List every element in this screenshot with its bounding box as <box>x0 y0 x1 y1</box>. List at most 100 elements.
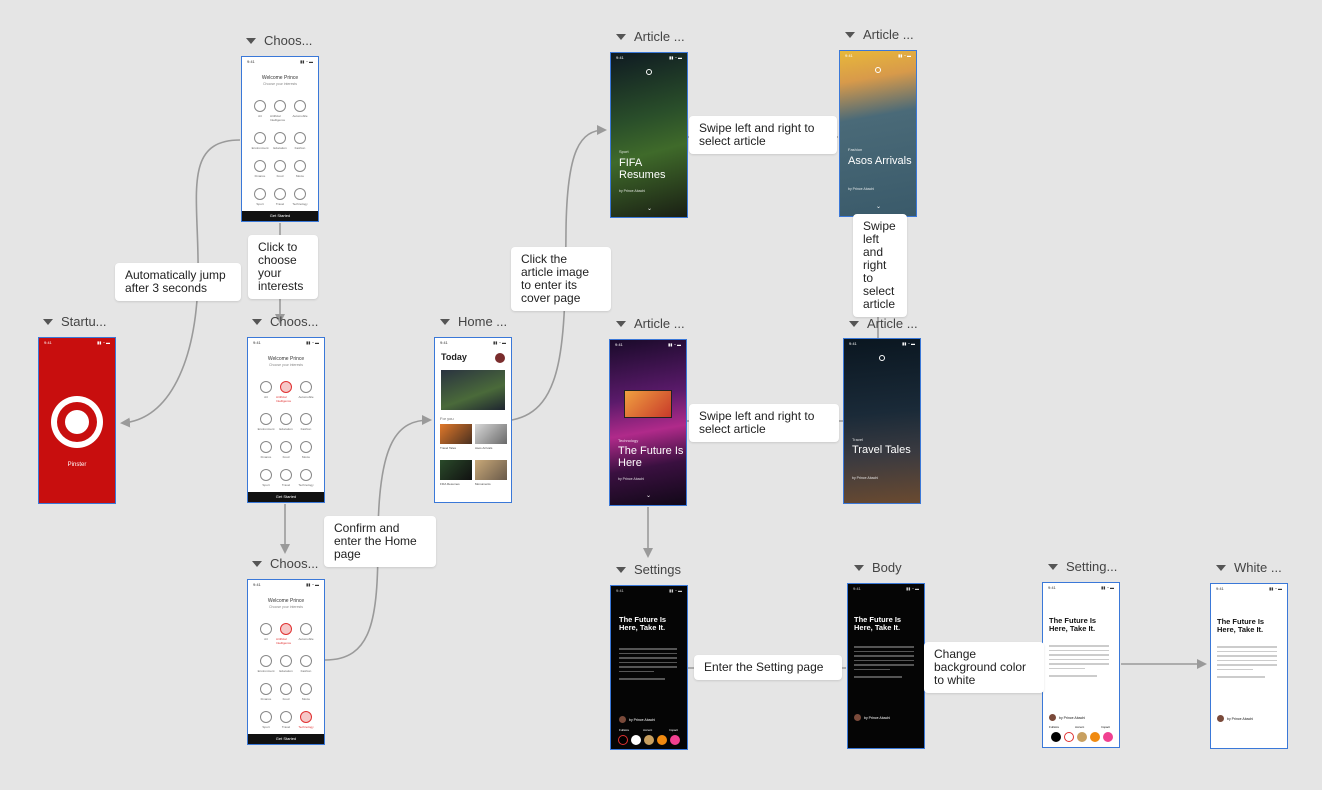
interest-art[interactable]: Art <box>256 623 276 645</box>
collapse-caret-icon[interactable] <box>440 318 450 325</box>
collapse-caret-icon[interactable] <box>1048 563 1058 570</box>
swatch-black[interactable] <box>618 735 628 745</box>
frame-title-settings[interactable]: Settings <box>616 562 681 577</box>
interest-movie[interactable]: Movie <box>296 441 316 459</box>
collapse-caret-icon[interactable] <box>616 320 626 327</box>
note-click-article[interactable]: Click the article image to enter its cov… <box>511 247 611 311</box>
screen-article-fifa[interactable]: 9:41▮▮ ◔ ▬ Sport FIFA Resumes by Prince … <box>610 52 688 218</box>
interest-movie[interactable]: Movie <box>296 683 316 701</box>
interest-art[interactable]: Art <box>250 100 270 122</box>
interest-automobile[interactable]: Automobile <box>290 100 310 122</box>
interest-fashion[interactable]: Fashion <box>296 413 316 431</box>
interest-art[interactable]: Art <box>256 381 276 403</box>
swatch-pink[interactable] <box>670 735 680 745</box>
frame-title-white[interactable]: White ... <box>1216 560 1282 575</box>
swatch-tan[interactable] <box>644 735 654 745</box>
screen-body-dark[interactable]: 9:41▮▮ ◔ ▬ The Future Is Here, Take It. … <box>847 583 925 749</box>
interest-food[interactable]: Food <box>270 160 290 178</box>
interest-travel[interactable]: Travel <box>270 188 290 206</box>
swatch-black[interactable] <box>1051 732 1061 742</box>
interest-technology[interactable]: Technology <box>296 711 316 729</box>
note-change-bg[interactable]: Change background color to white <box>924 642 1044 693</box>
screen-choose-interests-2[interactable]: 9:41▮▮ ◔ ▬ Welcome Prince Choose your in… <box>247 337 325 503</box>
collapse-caret-icon[interactable] <box>845 31 855 38</box>
collapse-caret-icon[interactable] <box>1216 564 1226 571</box>
article-thumb-fashion[interactable] <box>475 424 507 444</box>
screen-startup[interactable]: 9:41▮▮ ◔ ▬ Pinster <box>38 337 116 504</box>
swatch-orange[interactable] <box>1090 732 1100 742</box>
interest-ai[interactable]: Artificial Intelligence <box>270 100 290 122</box>
interest-sport[interactable]: Sport <box>256 711 276 729</box>
get-started-button[interactable]: Get Started <box>248 492 324 502</box>
screen-settings-dark[interactable]: 9:41▮▮ ◔ ▬ The Future Is Here, Take It. … <box>610 585 688 750</box>
collapse-caret-icon[interactable] <box>252 318 262 325</box>
interest-ai[interactable]: Artificial Intelligence <box>276 623 296 645</box>
article-thumb-travel[interactable] <box>440 424 472 444</box>
interest-environment[interactable]: Environment <box>256 413 276 431</box>
interest-food[interactable]: Food <box>276 683 296 701</box>
interest-education[interactable]: Education <box>276 413 296 431</box>
interest-education[interactable]: Education <box>270 132 290 150</box>
collapse-caret-icon[interactable] <box>854 564 864 571</box>
interest-travel[interactable]: Travel <box>276 711 296 729</box>
note-swipe-3[interactable]: Swipe left and right to select article <box>689 404 839 442</box>
frame-title-settings-2[interactable]: Setting... <box>1048 559 1117 574</box>
interest-automobile[interactable]: Automobile <box>296 381 316 403</box>
get-started-button[interactable]: Get Started <box>242 211 318 221</box>
collapse-caret-icon[interactable] <box>616 566 626 573</box>
frame-title-choose-2[interactable]: Choos... <box>252 314 318 329</box>
interest-automobile[interactable]: Automobile <box>296 623 316 645</box>
frame-title-startup[interactable]: Startu... <box>43 314 107 329</box>
avatar[interactable] <box>495 353 505 363</box>
get-started-button[interactable]: Get Started <box>248 734 324 744</box>
chevron-down-icon[interactable]: ⌄ <box>876 204 882 210</box>
article-thumb-fifa[interactable] <box>440 460 472 480</box>
interest-environment[interactable]: Environment <box>250 132 270 150</box>
note-swipe-1[interactable]: Swipe left and right to select article <box>689 116 837 154</box>
screen-home[interactable]: 9:41▮▮ ◔ ▬ Today For you Travel Tales As… <box>434 337 512 503</box>
frame-title-article-2[interactable]: Article ... <box>845 27 914 42</box>
note-auto-jump[interactable]: Automatically jump after 3 seconds <box>115 263 241 301</box>
swatch-white[interactable] <box>631 735 641 745</box>
chevron-down-icon[interactable]: ⌄ <box>647 206 653 212</box>
screen-white[interactable]: 9:41▮▮ ◔ ▬ The Future Is Here, Take It. … <box>1210 583 1288 749</box>
collapse-caret-icon[interactable] <box>616 33 626 40</box>
screen-choose-interests-1[interactable]: 9:41▮▮ ◔ ▬ Welcome Prince Choose your in… <box>241 56 319 222</box>
interest-technology[interactable]: Technology <box>290 188 310 206</box>
frame-title-body[interactable]: Body <box>854 560 902 575</box>
collapse-caret-icon[interactable] <box>246 37 256 44</box>
screen-article-future[interactable]: 9:41▮▮ ◔ ▬ Technology The Future Is Here… <box>609 339 687 506</box>
chevron-down-icon[interactable]: ⌄ <box>646 493 652 499</box>
frame-title-choose-1[interactable]: Choos... <box>246 33 312 48</box>
note-click-choose[interactable]: Click to choose your interests <box>248 235 318 299</box>
interest-travel[interactable]: Travel <box>276 469 296 487</box>
interest-sport[interactable]: Sport <box>256 469 276 487</box>
screen-choose-interests-3[interactable]: 9:41▮▮ ◔ ▬ Welcome Prince Choose your in… <box>247 579 325 745</box>
frame-title-article-1[interactable]: Article ... <box>616 29 685 44</box>
interest-education[interactable]: Education <box>276 655 296 673</box>
screen-article-asos[interactable]: 9:41▮▮ ◔ ▬ Fashion Asos Arrivals by Prin… <box>839 50 917 217</box>
note-confirm-home[interactable]: Confirm and enter the Home page <box>324 516 436 567</box>
interest-environment[interactable]: Environment <box>256 655 276 673</box>
swatch-orange[interactable] <box>657 735 667 745</box>
swatch-pink[interactable] <box>1103 732 1113 742</box>
screen-settings-light[interactable]: 9:41▮▮ ◔ ▬ The Future Is Here, Take It. … <box>1042 582 1120 748</box>
interest-finance[interactable]: Finance <box>256 683 276 701</box>
swatch-tan[interactable] <box>1077 732 1087 742</box>
frame-title-article-4[interactable]: Article ... <box>849 316 918 331</box>
interest-fashion[interactable]: Fashion <box>290 132 310 150</box>
interest-sport[interactable]: Sport <box>250 188 270 206</box>
interest-food[interactable]: Food <box>276 441 296 459</box>
frame-title-home[interactable]: Home ... <box>440 314 507 329</box>
interest-technology[interactable]: Technology <box>296 469 316 487</box>
frame-title-article-3[interactable]: Article ... <box>616 316 685 331</box>
article-thumb-monuments[interactable] <box>475 460 507 480</box>
frame-title-choose-3[interactable]: Choos... <box>252 556 318 571</box>
note-swipe-2[interactable]: Swipe left and right to select article <box>853 214 907 317</box>
collapse-caret-icon[interactable] <box>43 318 53 325</box>
collapse-caret-icon[interactable] <box>849 320 859 327</box>
interest-finance[interactable]: Finance <box>250 160 270 178</box>
interest-finance[interactable]: Finance <box>256 441 276 459</box>
collapse-caret-icon[interactable] <box>252 560 262 567</box>
interest-ai[interactable]: Artificial Intelligence <box>276 381 296 403</box>
